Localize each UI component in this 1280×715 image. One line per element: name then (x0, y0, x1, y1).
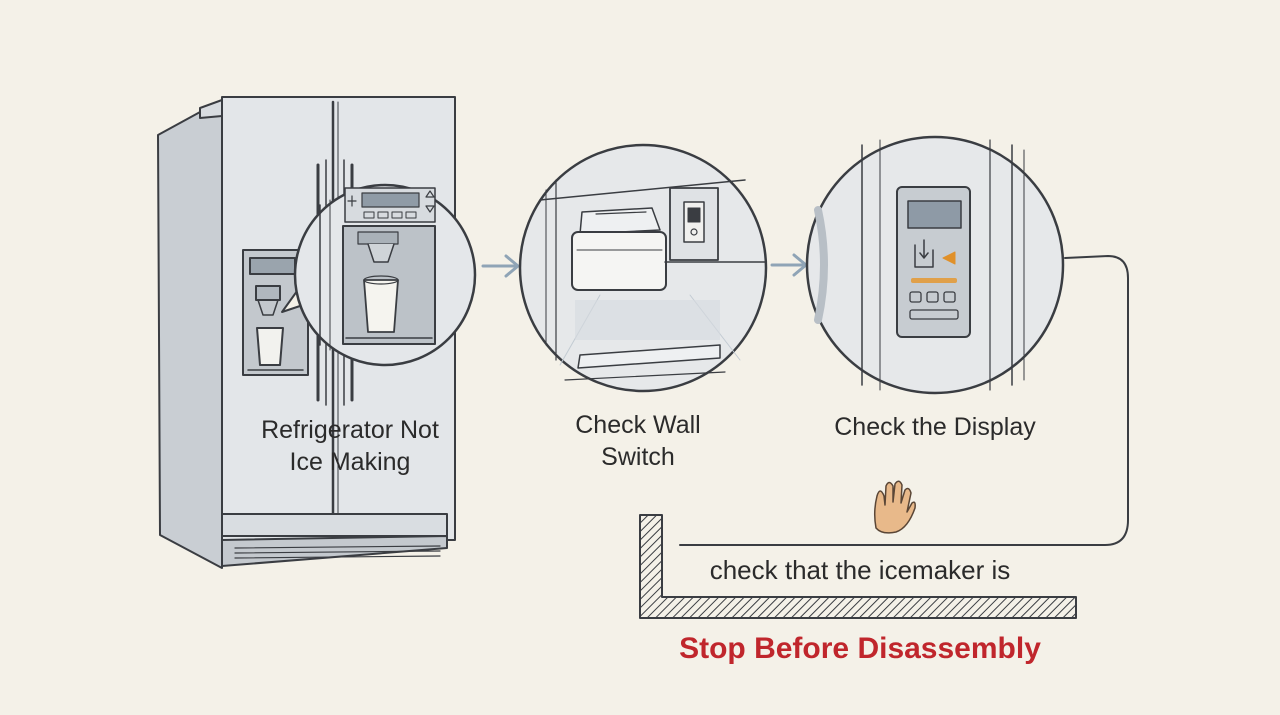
step-label-line: Check the Display (834, 413, 1036, 441)
step-label-wall-switch: Check Wall Switch (548, 409, 728, 473)
step-label-line: Check Wall (575, 411, 701, 439)
arrow-right-icon (770, 253, 808, 277)
caption-text: check that the icemaker is (709, 555, 1011, 585)
arrow-right-icon (481, 254, 520, 278)
stop-bar (639, 514, 1077, 619)
step-label-line: Ice Making (289, 448, 411, 476)
dispenser-zoom-circle (281, 183, 477, 367)
step-label-line: Switch (601, 443, 675, 471)
water-dispenser-icon (242, 249, 309, 376)
wall-switch-icon (518, 143, 768, 393)
step-label-line: Refrigerator Not (261, 416, 439, 444)
connector-line (679, 255, 1129, 546)
stop-hand-icon (873, 480, 916, 534)
step-label-display: Check the Display (790, 411, 1080, 443)
control-display-icon (805, 135, 1065, 395)
step-label-refrigerator: Refrigerator Not Ice Making (240, 414, 460, 478)
warning-text: Stop Before Disassembly (679, 632, 1041, 665)
